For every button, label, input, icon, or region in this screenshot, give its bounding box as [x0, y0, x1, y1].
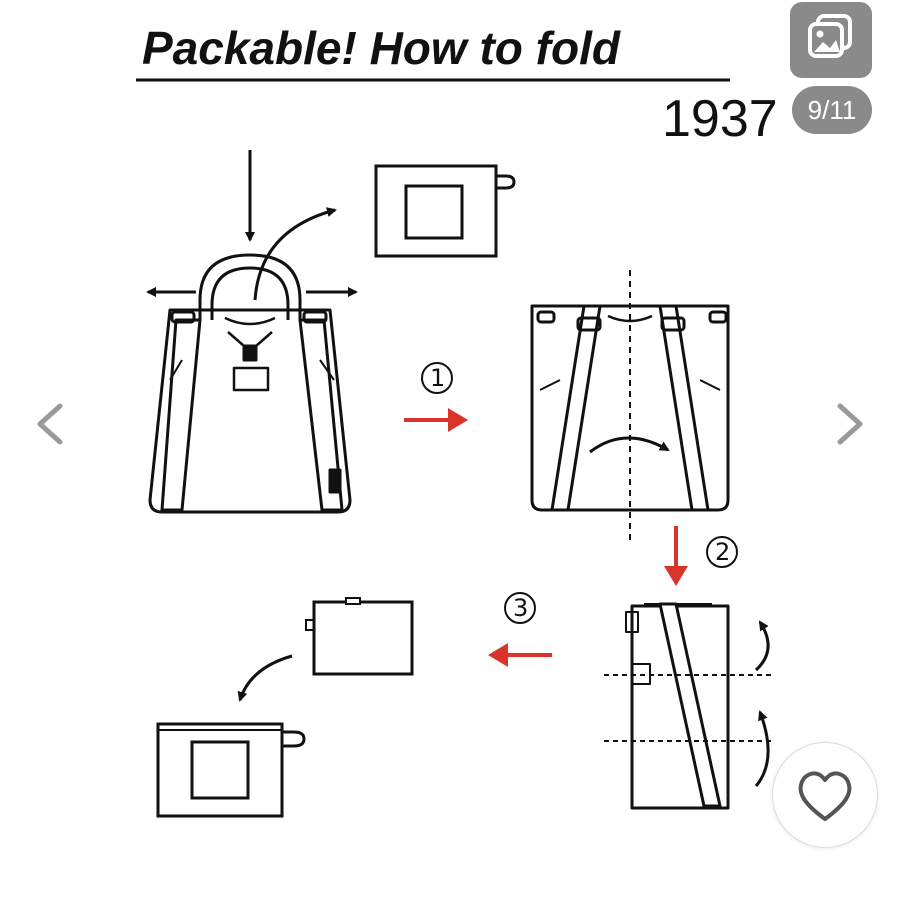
pouch-diagram-top — [374, 164, 516, 258]
image-counter: 9/11 — [792, 86, 872, 134]
model-number: 1937 — [662, 90, 778, 148]
previous-image-button[interactable] — [26, 392, 76, 456]
pouch-diagram-final — [156, 654, 306, 818]
step-3-number: 3 — [513, 594, 528, 622]
next-image-button[interactable] — [824, 392, 874, 456]
backpack-front-diagram — [146, 150, 358, 514]
instructions-title: Packable! How to fold — [142, 22, 621, 74]
step-3-marker: 3 — [488, 592, 552, 667]
backpack-folded-diagram — [604, 602, 774, 810]
heart-icon — [798, 771, 852, 821]
favorite-button[interactable] — [772, 742, 878, 848]
step-2-marker: 2 — [664, 526, 738, 586]
step-1-number: 1 — [430, 364, 445, 392]
pouch-rolled-diagram — [305, 597, 414, 676]
step-1-marker: 1 — [404, 362, 468, 432]
chevron-right-icon — [837, 403, 863, 445]
backpack-back-diagram — [530, 270, 730, 540]
gallery-button[interactable] — [790, 2, 872, 78]
image-stack-icon — [808, 14, 852, 58]
step-2-number: 2 — [715, 538, 730, 566]
chevron-left-icon — [37, 403, 63, 445]
